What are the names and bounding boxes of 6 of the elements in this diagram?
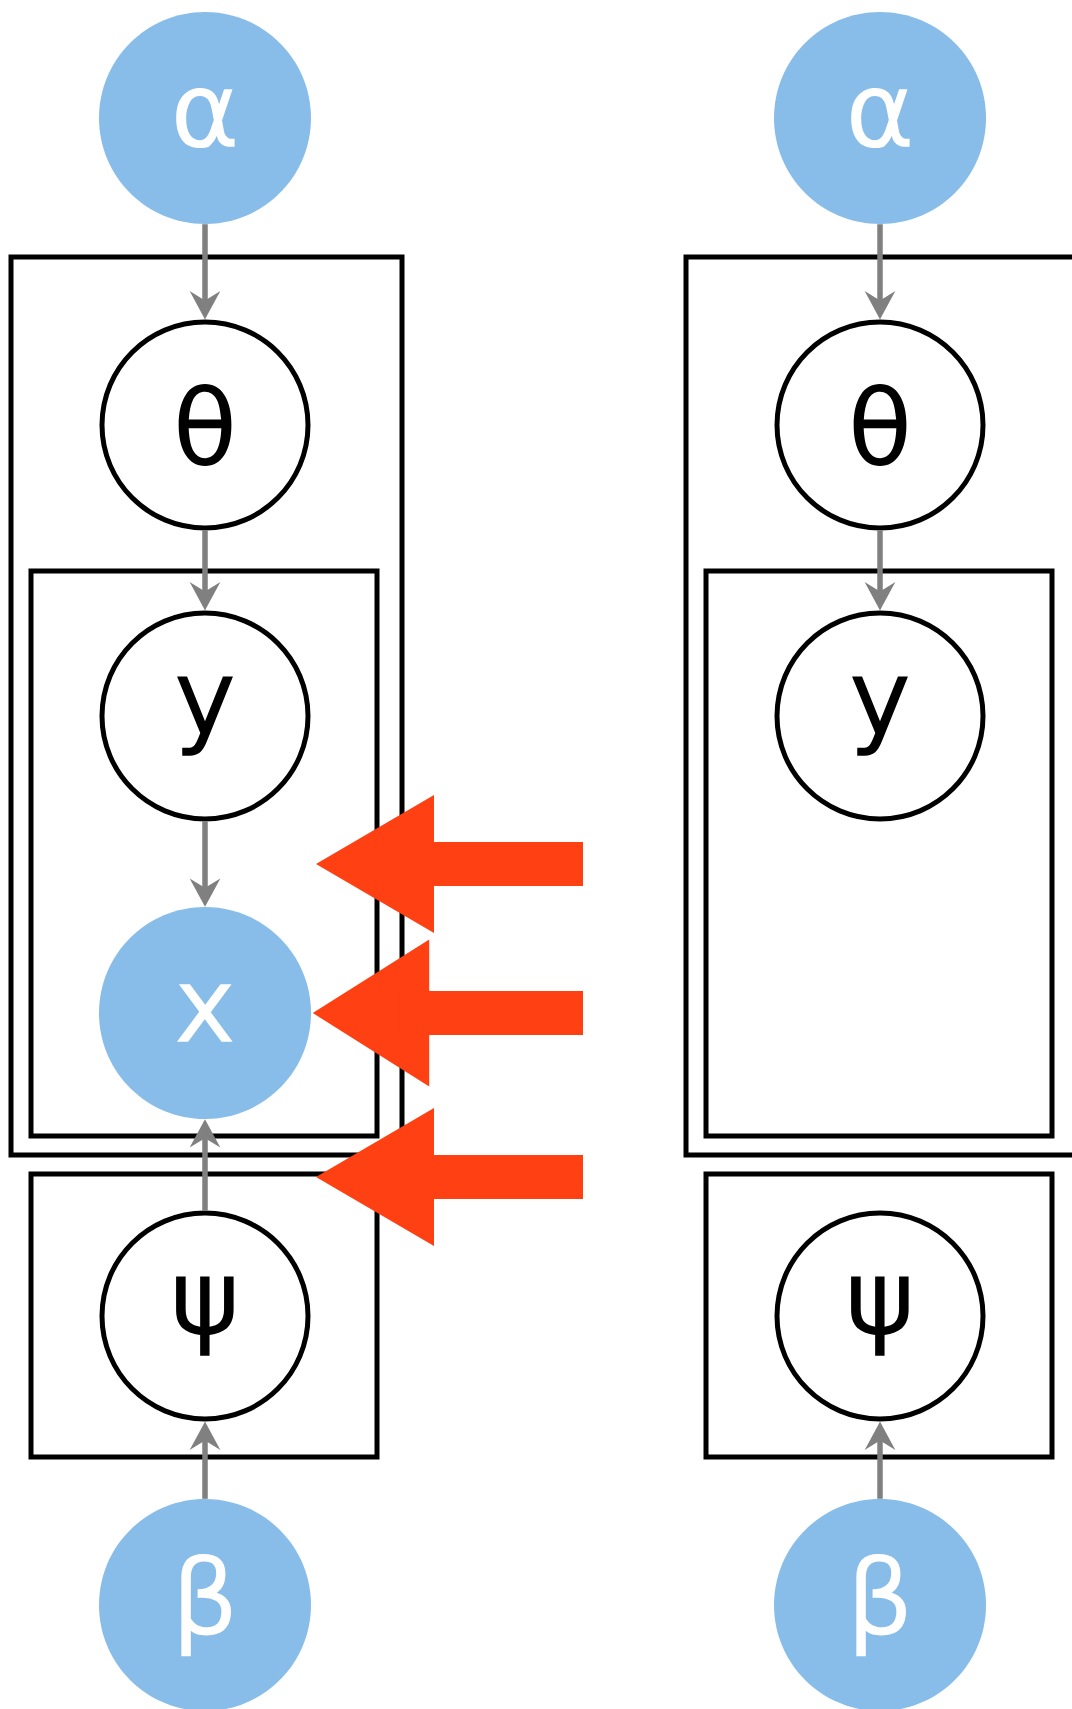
plate-box [703,1171,1055,1460]
plate-box [703,568,1055,1139]
plate-box [28,1171,380,1460]
plate-box [8,254,405,1158]
plate-box [683,254,1072,1158]
plate-box [28,568,380,1139]
